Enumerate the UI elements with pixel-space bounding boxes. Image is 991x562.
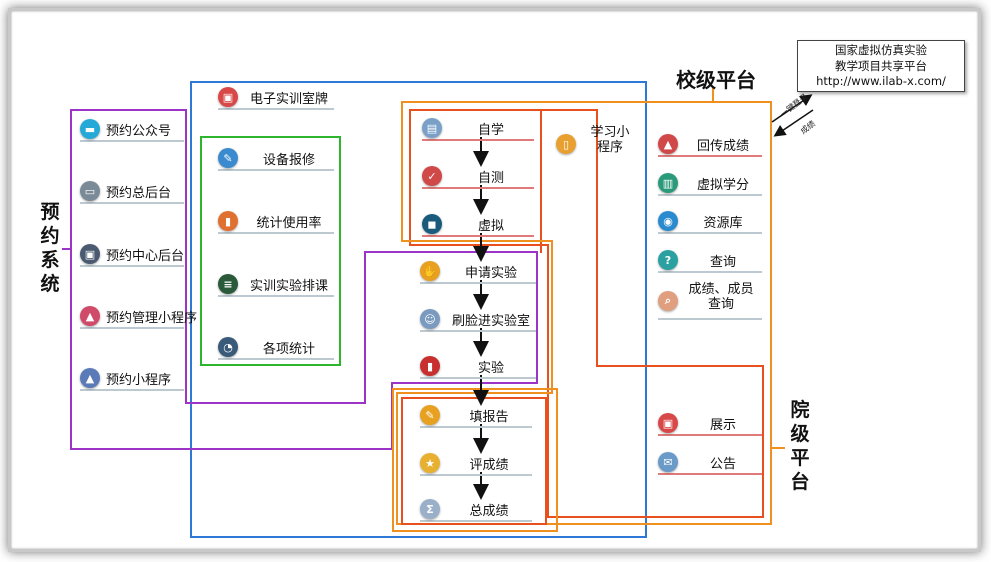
booking-node: ▲ 预约小程序 [80,367,184,391]
vr-icon: ◼ [422,214,442,234]
flow-label: 自学 [477,123,504,138]
total-icon: Σ [420,499,440,519]
flow-node: ☺ 刷脸进实验室 [420,308,536,332]
flow-label: 评成绩 [469,458,509,473]
mini-program-node: ▯ 学习小程序 [556,125,636,163]
booking-label: 预约小程序 [106,373,172,388]
booking-system-heading: 预约系统 [40,201,60,295]
schedule-icon: ≡ [218,274,238,294]
ilab-line1: 国家虚拟仿真实验 [835,43,927,57]
report-icon: ✎ [420,405,440,425]
flow-label: 总成绩 [469,504,509,519]
flow-label: 虚拟 [477,219,504,234]
equip-node: ✎ 设备报修 [218,147,334,171]
college-label: 展示 [709,418,736,433]
green-region [200,136,341,366]
college-platform-heading: 院级平台 [790,399,810,493]
wrench-icon: ✎ [218,148,238,168]
booking-label: 预约中心后台 [106,249,185,264]
flow-node: ◼ 虚拟 [422,213,534,237]
flow-node: Σ 总成绩 [420,498,532,522]
flow-node: ★ 评成绩 [420,452,532,476]
flow-node: ✎ 填报告 [420,404,532,428]
face-icon: ☺ [420,309,440,329]
equip-label: 各项统计 [262,342,315,357]
orange-region [396,101,772,525]
thermometer-icon: ▮ [420,356,440,376]
flask-icon: ▲ [80,368,100,388]
mini-program-label: 学习小程序 [590,125,630,155]
college-label: 公告 [709,457,736,472]
flow-node: ✋ 申请实验 [420,260,536,284]
equip-node: ◔ 各项统计 [218,336,334,360]
book-icon: ▤ [422,118,442,138]
equip-label: 统计使用率 [256,216,322,231]
grade-icon: ★ [420,453,440,473]
school-label: 虚拟学分 [696,178,749,193]
school-label: 成绩、成员查询 [688,282,754,312]
upload-icon: ▲ [658,134,678,154]
ilab-line2: 教学项目共享平台 [835,58,927,73]
school-label: 查询 [709,255,736,270]
flow-label: 实验 [477,361,504,376]
query-icon: ? [658,250,678,270]
school-node: ◉ 资源库 [658,210,762,234]
equip-label: 设备报修 [262,153,315,168]
flow-label: 填报告 [469,410,509,425]
flow-label: 自测 [477,171,504,186]
school-platform-heading: 校级平台 [676,68,756,92]
booking-label: 预约总后台 [106,186,172,201]
booking-label: 预约公众号 [106,124,172,139]
credit-icon: ▥ [658,173,678,193]
e-lab-sign-node: ▣ 电子实训室牌 [218,86,334,110]
college-node: ✉ 公告 [658,451,762,475]
red-region [409,109,764,518]
blue-region [190,81,647,538]
ilab-platform-box: 国家虚拟仿真实验 教学项目共享平台 http://www.ilab-x.com/ [797,40,965,92]
diagram-frame [8,8,981,552]
orange-lower-outer [392,388,558,532]
college-node: ▣ 展示 [658,412,762,436]
flow-label: 申请实验 [464,266,517,281]
test-icon: ✓ [422,166,442,186]
hand-icon: ✋ [420,261,440,281]
school-label: 资源库 [703,216,743,231]
phone-icon: ▯ [556,134,576,154]
booking-label: 预约管理小程序 [106,311,198,326]
school-node: ▲ 回传成绩 [658,133,762,157]
monitor-icon: ▭ [80,181,100,201]
flow-node: ▤ 自学 [422,117,534,141]
booking-node: ▣ 预约中心后台 [80,243,184,267]
chart-icon: ▮ [218,211,238,231]
equip-label: 实训实验排课 [249,279,328,294]
notice-icon: ✉ [658,452,678,472]
display-icon: ▣ [658,413,678,433]
ilab-url: http://www.ilab-x.com/ [816,74,946,88]
school-node: ▥ 虚拟学分 [658,172,762,196]
screen-icon: ▣ [218,87,238,107]
school-label: 回传成绩 [696,139,749,154]
equip-node: ≡ 实训实验排课 [218,273,334,297]
school-node: ⌕ 成绩、成员查询 [658,282,762,320]
purple-region [70,109,538,450]
flask-icon: ▲ [80,306,100,326]
search-icon: ⌕ [658,291,678,311]
database-icon: ◉ [658,211,678,231]
flow-label: 刷脸进实验室 [451,314,530,329]
school-node: ? 查询 [658,249,762,273]
booking-node: ▬ 预约公众号 [80,118,184,142]
equip-node: ▮ 统计使用率 [218,210,334,234]
flow-node: ▮ 实验 [420,355,536,379]
desktop-icon: ▣ [80,244,100,264]
bus-icon: ▬ [80,119,100,139]
booking-node: ▭ 预约总后台 [80,180,184,204]
flow-node: ✓ 自测 [422,165,534,189]
pie-icon: ◔ [218,337,238,357]
booking-node: ▲ 预约管理小程序 [80,305,198,329]
